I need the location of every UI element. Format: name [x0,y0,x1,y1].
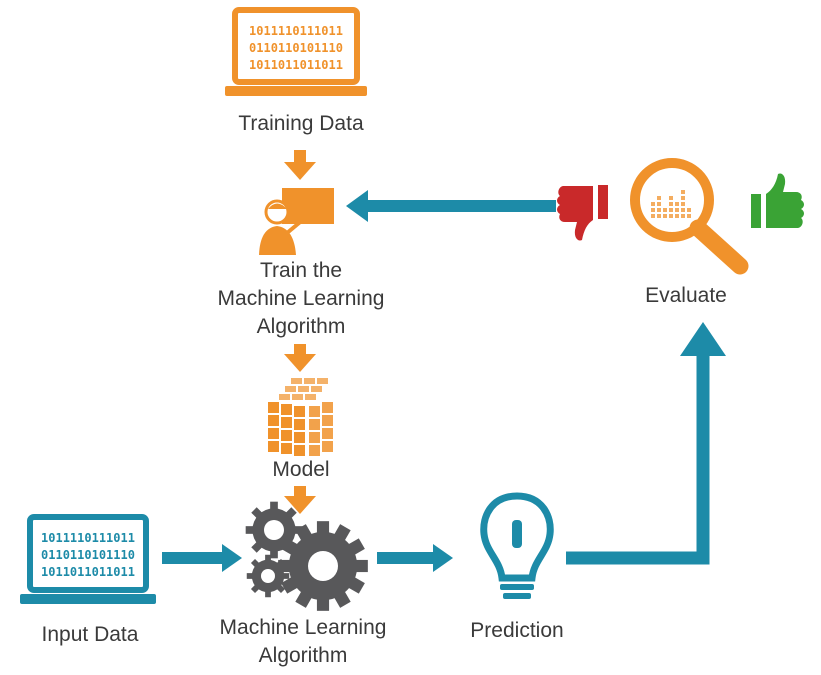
model-cube-left-cell [281,443,292,454]
lightbulb-icon [480,492,554,599]
model-cube-grid-icon [268,378,333,456]
arrow-model-to-gears [284,486,316,514]
model-cube-top-cell [279,394,290,400]
model-cube-right-cell [322,441,333,452]
trainer-presentation-icon [259,188,334,255]
ml-algorithm-line-1: Machine Learning [219,616,387,639]
train-algorithm-line-3: Algorithm [256,315,346,338]
model-cube-top-cell [292,394,303,400]
input-data-laptop-icon: 1011110111011 0110110101110 101101101101… [20,514,156,604]
input-data-label: Input Data [41,623,139,646]
magnifier-bar-cell [687,208,691,212]
gears-icon [245,501,368,611]
model-cube-top-cell [304,378,315,384]
model-cube-left-cell [294,445,305,456]
model-cube-top-cell [285,386,296,392]
model-label: Model [272,458,330,481]
training-binary-line-2: 0110110101110 [249,41,343,55]
model-cube-left-cell [294,432,305,443]
model-cube-top-cell [317,378,328,384]
ml-algorithm-line-2: Algorithm [258,644,348,667]
prediction-label: Prediction [470,619,564,642]
magnifier-bar-cell [675,208,679,212]
arrow-evaluate-to-trainer [346,190,556,222]
model-cube-right-cell [309,432,320,443]
train-algorithm-line-1: Train the [259,259,343,282]
model-cube-top-cell [298,386,309,392]
magnifier-bar-cell [663,208,667,212]
magnifier-bar-cell [675,214,679,218]
input-binary-line-1: 1011110111011 [41,531,135,545]
model-cube-left-cell [294,406,305,417]
model-cube-left-cell [268,428,279,439]
training-binary-line-1: 1011110111011 [249,24,343,38]
model-cube-right-cell [322,428,333,439]
magnifier-bar-cell [651,214,655,218]
model-cube-right-cell [322,415,333,426]
arrow-gears-to-prediction [377,544,453,572]
magnifier-bar-cell [663,214,667,218]
train-algorithm-line-2: Machine Learning [217,287,385,310]
thumbs-up-icon [751,173,804,228]
model-cube-left-cell [268,441,279,452]
thumbs-down-icon [557,185,608,241]
arrow-trainer-to-model [284,344,316,372]
model-cube-right-cell [309,445,320,456]
arrow-training-to-trainer [284,150,316,180]
model-cube-top-cell [291,378,302,384]
gear-large [278,521,368,611]
magnifier-bar-cell [681,208,685,212]
magnifier-bar-cell [669,196,673,200]
training-data-laptop-icon: 1011110111011 0110110101110 101101101101… [225,7,367,96]
model-cube-right-cell [309,419,320,430]
magnifier-bar-cell [657,214,661,218]
magnifier-bar-cell [681,190,685,194]
training-data-label: Training Data [238,112,364,135]
model-cube-left-cell [281,404,292,415]
evaluate-label: Evaluate [645,284,727,307]
magnifier-bar-cell [681,196,685,200]
magnifier-bar-cell [681,202,685,206]
arrow-input-to-gears [162,544,242,572]
magnifier-bar-cell [657,202,661,206]
model-cube-left-cell [281,417,292,428]
gear-small-bottom [246,554,290,598]
magnifier-chart-icon [630,158,749,275]
model-cube-left-cell [268,402,279,413]
magnifier-bar-cell [651,202,655,206]
model-cube-left-cell [268,415,279,426]
model-cube-left-cell [281,430,292,441]
magnifier-bar-cell [669,208,673,212]
model-cube-top-cell [311,386,322,392]
magnifier-bar-cell [669,202,673,206]
model-cube-top-cell [305,394,316,400]
magnifier-bar-cell [669,214,673,218]
model-cube-left-cell [294,419,305,430]
magnifier-bar-cell [675,202,679,206]
model-cube-right-cell [322,402,333,413]
magnifier-bar-cell [687,214,691,218]
magnifier-bar-cell [657,208,661,212]
model-cube-right-cell [309,406,320,417]
magnifier-bar-cell [657,196,661,200]
magnifier-bar-cell [651,208,655,212]
input-binary-line-3: 1011011011011 [41,565,135,579]
arrow-prediction-to-evaluate [566,322,726,565]
input-binary-line-2: 0110110101110 [41,548,135,562]
training-binary-line-3: 1011011011011 [249,58,343,72]
magnifier-bar-cell [681,214,685,218]
